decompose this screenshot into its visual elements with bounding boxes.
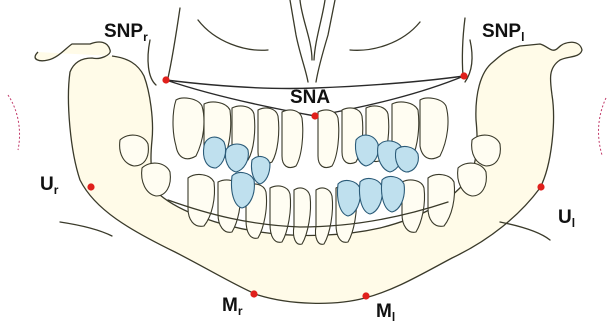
u-r-point [87, 183, 94, 190]
snp-r-point [162, 76, 169, 83]
maxilla-upper-structures [168, 0, 465, 82]
label-u-r: Ur [40, 175, 58, 196]
m-r-point [250, 290, 257, 297]
label-m-l: Ml [376, 302, 395, 323]
label-sna: SNA [290, 88, 330, 107]
label-snp-r: SNPr [104, 22, 148, 43]
right-ramus-detail [148, 40, 156, 85]
sna-point [311, 112, 318, 119]
snp-l-point [460, 72, 467, 79]
left-soft-tissue-trace [599, 98, 606, 155]
label-u-l: Ul [558, 208, 575, 229]
mandible-outline [35, 42, 582, 303]
u-l-point [537, 183, 544, 190]
label-m-r: Mr [222, 296, 243, 317]
m-l-point [362, 292, 369, 299]
label-snp-l: SNPl [482, 22, 524, 43]
right-soft-tissue-trace [8, 95, 20, 150]
